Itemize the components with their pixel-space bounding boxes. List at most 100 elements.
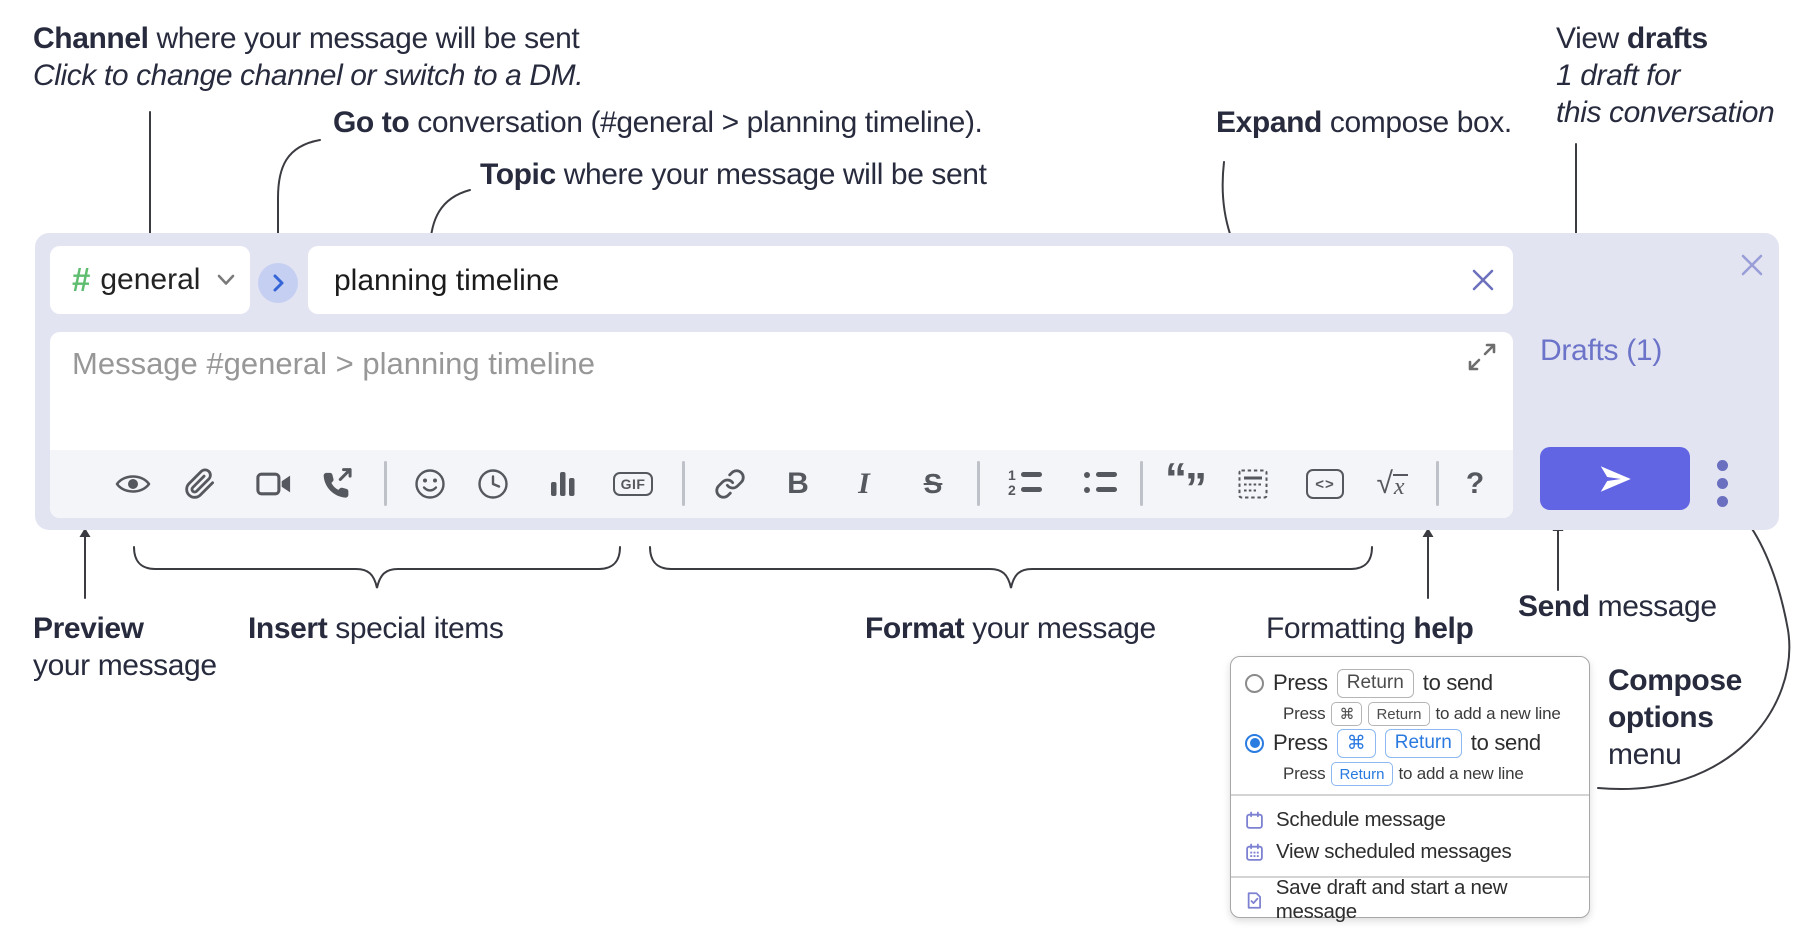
key-return: Return bbox=[1336, 668, 1414, 698]
send-on-cmd-return-option[interactable]: Press ⌘ Return to send bbox=[1245, 728, 1541, 758]
ellipsis-dot bbox=[1717, 496, 1728, 507]
numbered-list-button[interactable]: 1 2 bbox=[1003, 460, 1049, 508]
channel-hash-icon: # bbox=[72, 261, 91, 298]
send-on-cmd-return-subtext: Press Return to add a new line bbox=[1283, 762, 1524, 786]
insert-annotation: Insert special items bbox=[248, 612, 504, 645]
toolbar-separator bbox=[1436, 461, 1439, 506]
link-button[interactable] bbox=[707, 460, 753, 508]
chevron-right-icon bbox=[273, 274, 283, 292]
code-button[interactable]: <> bbox=[1302, 460, 1348, 508]
preview-annotation: Preview your message bbox=[33, 612, 217, 682]
radio-unchecked[interactable] bbox=[1245, 673, 1264, 693]
bulleted-list-icon bbox=[1083, 470, 1119, 498]
eye-icon bbox=[115, 475, 151, 493]
toolbar-separator bbox=[1140, 461, 1143, 506]
format-brace bbox=[649, 546, 1373, 589]
expand-annotation: Expand compose box. bbox=[1216, 106, 1512, 139]
channel-name: general bbox=[100, 263, 201, 296]
question-mark-icon: ? bbox=[1465, 467, 1485, 500]
view-scheduled-messages-item[interactable]: View scheduled messages bbox=[1245, 837, 1512, 867]
math-button[interactable]: √ x bbox=[1369, 460, 1415, 508]
calendar-icon bbox=[1246, 811, 1263, 829]
strikethrough-icon: S bbox=[923, 468, 943, 499]
popup-divider bbox=[1231, 876, 1589, 878]
italic-icon: I bbox=[858, 467, 870, 500]
spoiler-button[interactable] bbox=[1230, 460, 1276, 508]
format-annotation: Format your message bbox=[865, 612, 1156, 645]
emoji-smiley-icon bbox=[415, 469, 445, 499]
strikethrough-button[interactable]: S bbox=[910, 460, 956, 508]
drafts-annotation: View drafts 1 draft for this conversatio… bbox=[1556, 22, 1775, 129]
link-icon bbox=[715, 469, 745, 499]
preview-button[interactable] bbox=[110, 460, 156, 508]
insert-brace bbox=[133, 546, 621, 589]
popup-divider bbox=[1231, 794, 1589, 796]
topic-input[interactable] bbox=[332, 246, 1426, 316]
expand-compose-button[interactable] bbox=[1463, 338, 1501, 376]
toolbar-separator bbox=[682, 461, 685, 506]
send-button[interactable] bbox=[1540, 447, 1690, 510]
quote-button[interactable]: “ ” bbox=[1163, 454, 1209, 513]
key-cmd: ⌘ bbox=[1336, 728, 1376, 758]
calendar-grid-icon bbox=[1246, 843, 1263, 861]
code-icon: <> bbox=[1306, 469, 1344, 499]
video-call-button[interactable] bbox=[251, 460, 297, 508]
channel-selector[interactable]: # general bbox=[50, 246, 250, 314]
radio-checked[interactable] bbox=[1245, 733, 1264, 753]
compose-options-popup: Press Return to send Press ⌘ Return to a… bbox=[1230, 656, 1590, 923]
audio-call-button[interactable] bbox=[314, 460, 360, 508]
paperclip-icon bbox=[185, 468, 214, 499]
send-on-return-subtext: Press ⌘ Return to add a new line bbox=[1283, 702, 1561, 726]
formatting-help-button[interactable]: ? bbox=[1452, 460, 1498, 508]
compose-options-menu-button[interactable] bbox=[1717, 460, 1728, 507]
expand-icon bbox=[1468, 343, 1496, 371]
compose-box: # general bbox=[35, 233, 1779, 530]
send-paper-plane-icon bbox=[1600, 465, 1631, 492]
gif-icon: GIF bbox=[612, 472, 654, 496]
toolbar-separator bbox=[384, 461, 387, 506]
emoji-button[interactable] bbox=[407, 460, 453, 508]
compose-options-annotation: Compose options menu bbox=[1608, 664, 1742, 771]
gif-button[interactable]: GIF bbox=[610, 460, 656, 508]
topic-field bbox=[308, 246, 1513, 316]
spoiler-icon bbox=[1238, 469, 1268, 499]
close-compose-button[interactable] bbox=[1739, 252, 1765, 278]
ellipsis-dot bbox=[1717, 460, 1728, 471]
attach-file-button[interactable] bbox=[177, 460, 223, 508]
topic-annotation: Topic where your message will be sent bbox=[480, 158, 987, 191]
key-return: Return bbox=[1384, 728, 1462, 758]
compose-toolbar: GIF B I S bbox=[50, 450, 1513, 518]
ellipsis-dot bbox=[1717, 478, 1728, 489]
drafts-link[interactable]: Drafts (1) bbox=[1540, 334, 1663, 367]
poll-button[interactable] bbox=[540, 460, 586, 508]
message-area: GIF B I S bbox=[50, 332, 1513, 518]
send-annotation: Send message bbox=[1518, 590, 1717, 623]
clear-topic-button[interactable] bbox=[1469, 266, 1497, 294]
bulleted-list-button[interactable] bbox=[1078, 460, 1124, 508]
formatting-help-annotation: Formatting help bbox=[1266, 612, 1474, 645]
bold-button[interactable]: B bbox=[775, 460, 821, 508]
toolbar-separator bbox=[977, 461, 980, 506]
bar-chart-icon bbox=[551, 472, 575, 496]
time-button[interactable] bbox=[470, 460, 516, 508]
italic-button[interactable]: I bbox=[841, 460, 887, 508]
save-draft-icon bbox=[1247, 891, 1261, 909]
clear-x-icon bbox=[1472, 269, 1494, 291]
go-to-conversation-button[interactable] bbox=[258, 263, 298, 303]
bold-icon: B bbox=[787, 467, 809, 500]
chevron-down-icon bbox=[216, 273, 236, 287]
save-draft-item[interactable]: Save draft and start a new message bbox=[1245, 876, 1589, 923]
clock-icon bbox=[478, 469, 508, 499]
goto-annotation: Go to conversation (#general > planning … bbox=[333, 106, 983, 139]
send-on-return-option[interactable]: Press Return to send bbox=[1245, 668, 1493, 698]
key-return: Return bbox=[1368, 702, 1430, 726]
channel-annotation: Channel where your message will be sent … bbox=[33, 22, 584, 92]
numbered-list-icon: 1 2 bbox=[1008, 468, 1044, 498]
close-icon bbox=[1741, 254, 1763, 276]
quote-icon: “ ” bbox=[1165, 454, 1207, 513]
schedule-message-item[interactable]: Schedule message bbox=[1245, 805, 1446, 835]
message-input[interactable] bbox=[70, 344, 1454, 448]
key-return: Return bbox=[1331, 762, 1393, 786]
key-cmd: ⌘ bbox=[1331, 702, 1363, 726]
